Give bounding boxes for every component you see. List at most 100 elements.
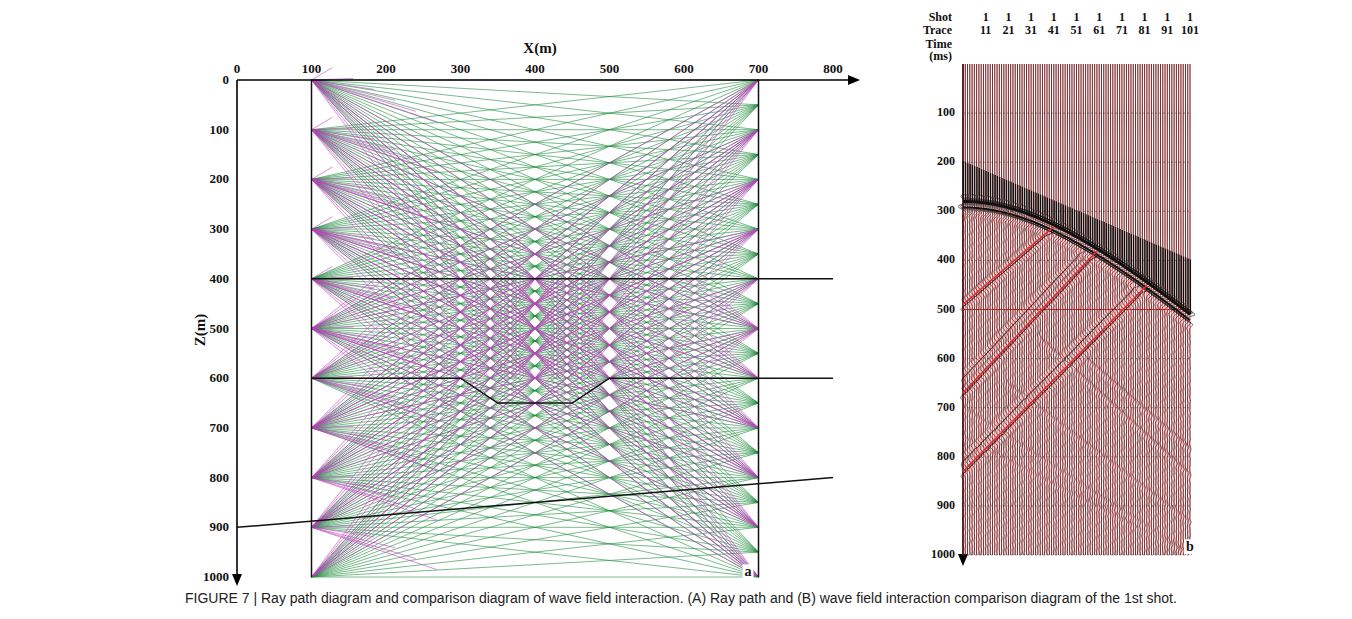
tick-label: 200 — [937, 156, 955, 169]
green-ray — [312, 304, 759, 577]
tick-label: 300 — [210, 222, 230, 236]
wiggle-trace — [1097, 64, 1106, 555]
wiggle-trace — [1015, 64, 1024, 555]
green-ray — [312, 527, 759, 577]
magenta-ray — [312, 229, 759, 378]
green-ray — [312, 130, 759, 577]
green-ray — [312, 378, 759, 577]
wiggle-trace — [1070, 64, 1079, 555]
reflection-event — [963, 227, 1054, 305]
magenta-ray — [312, 527, 416, 558]
magenta-ray — [312, 329, 395, 349]
wiggle-trace — [979, 64, 988, 555]
shot-number: 1 — [983, 11, 989, 24]
wiggle-trace — [986, 64, 995, 555]
tick-label: 100 — [302, 62, 322, 76]
magenta-ray — [312, 117, 333, 129]
wiggle-trace — [981, 64, 990, 555]
wiggle-trace — [1068, 64, 1077, 555]
wiggle-trace — [1029, 64, 1038, 555]
wiggle-trace — [1124, 64, 1133, 555]
wiggle-trace — [1006, 64, 1015, 555]
green-ray — [312, 353, 759, 577]
z-axis — [236, 80, 238, 578]
green-ray — [312, 80, 759, 130]
magenta-ray — [312, 80, 759, 378]
wiggle-trace — [1136, 64, 1145, 555]
wiggle-trace — [972, 64, 981, 555]
wiggle-trace — [1065, 64, 1074, 555]
shot-number: 1 — [1005, 11, 1011, 24]
header-label: Trace — [923, 24, 952, 37]
shot-number: 1 — [1028, 11, 1034, 24]
magenta-ray — [312, 465, 333, 477]
tick-label: 200 — [210, 172, 230, 186]
green-ray — [312, 254, 759, 577]
magenta-ray — [312, 130, 759, 379]
wiggle-trace — [1058, 64, 1067, 555]
magenta-ray — [312, 80, 759, 378]
magenta-ray — [312, 179, 759, 278]
tick-label: 600 — [937, 352, 955, 365]
wiggle-trace — [1145, 64, 1154, 555]
magenta-ray — [312, 229, 395, 249]
wiggle-trace — [1086, 64, 1095, 555]
trace-number: 31 — [1025, 24, 1037, 37]
green-ray — [312, 130, 759, 528]
magenta-ray — [312, 80, 759, 279]
shot-number: 1 — [1142, 11, 1148, 24]
magenta-ray — [312, 80, 759, 279]
wiggle-trace — [1147, 64, 1156, 555]
tick-label: 100 — [210, 123, 230, 137]
magenta-ray — [312, 80, 759, 279]
green-ray — [312, 552, 759, 577]
magenta-ray — [312, 279, 759, 378]
magenta-ray — [312, 327, 354, 328]
magenta-ray — [312, 279, 395, 299]
magenta-ray — [312, 415, 333, 427]
z-axis-arrow — [232, 574, 242, 586]
magenta-ray — [312, 428, 416, 459]
wiggle-trace — [1077, 64, 1086, 555]
green-ray — [312, 80, 759, 179]
wiggle-trace — [1102, 64, 1111, 555]
magenta-ray — [312, 80, 759, 378]
magenta-ray — [312, 217, 333, 229]
wiggle-trace — [1133, 64, 1142, 555]
tick-label: 700 — [937, 401, 955, 414]
x-axis-arrow — [848, 75, 860, 85]
green-ray — [312, 130, 759, 478]
green-ray — [312, 204, 759, 577]
magenta-ray — [312, 378, 437, 420]
shot-number: 1 — [1096, 11, 1102, 24]
magenta-ray — [312, 279, 437, 321]
green-ray — [312, 130, 759, 478]
wiggle-trace — [1027, 64, 1036, 555]
trace-number: 51 — [1071, 24, 1083, 37]
magenta-ray — [312, 80, 759, 378]
tick-label: 800 — [937, 450, 955, 463]
trace-number: 11 — [980, 24, 991, 37]
wiggle-trace — [1140, 64, 1149, 555]
wiggle-trace — [965, 64, 974, 555]
trace-number: 41 — [1048, 24, 1060, 37]
wiggle-trace — [1111, 64, 1120, 555]
magenta-ray — [312, 316, 333, 328]
wiggle-trace — [1049, 64, 1058, 555]
green-ray — [312, 577, 759, 578]
tick-label: 1000 — [931, 548, 955, 561]
wiggle-trace — [1131, 64, 1140, 555]
wiggle-trace — [1127, 64, 1136, 555]
trace-number: 91 — [1161, 24, 1173, 37]
magenta-ray — [312, 378, 759, 577]
wiggle-trace — [1024, 64, 1033, 555]
magenta-ray — [312, 80, 416, 111]
magenta-ray — [312, 130, 395, 150]
trace-number: 71 — [1116, 24, 1128, 37]
magenta-ray — [312, 279, 375, 288]
wiggle-trace — [990, 64, 999, 555]
magenta-ray — [312, 378, 759, 577]
seismic-section — [959, 64, 1195, 555]
magenta-ray — [312, 478, 416, 509]
wiggle-trace — [1088, 64, 1097, 555]
